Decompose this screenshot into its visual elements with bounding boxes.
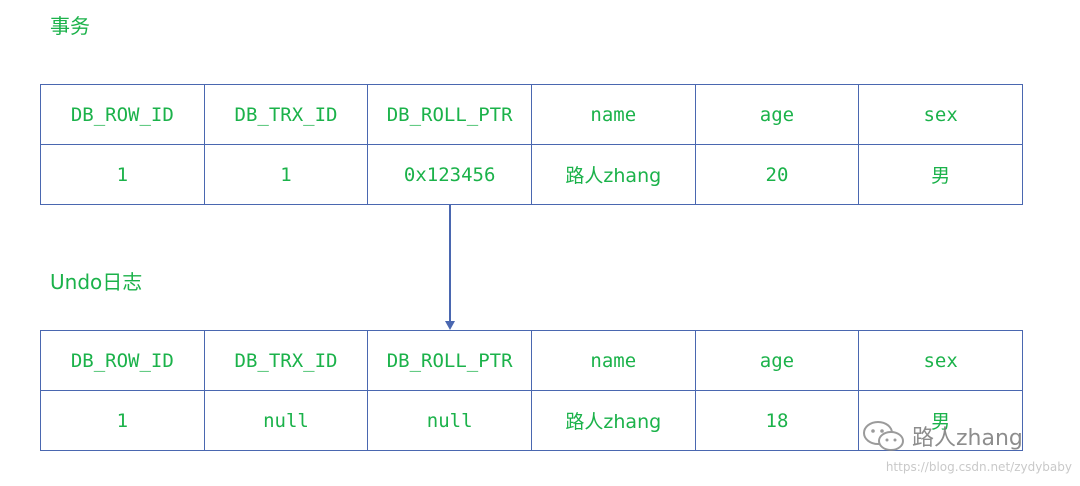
header-cell: sex bbox=[858, 84, 1023, 145]
header-cell: age bbox=[694, 84, 860, 145]
undo-log-title: Undo日志 bbox=[50, 270, 143, 294]
watermark-name: 路人zhang bbox=[912, 426, 1023, 451]
trx-id-cell: null bbox=[203, 390, 369, 451]
header-cell: name bbox=[530, 84, 696, 145]
transaction-record-table: DB_ROW_ID DB_TRX_ID DB_ROLL_PTR name age… bbox=[40, 84, 1023, 205]
watermark-url: https://blog.csdn.net/zydybaby bbox=[885, 460, 1072, 474]
roll-ptr-cell: 0x123456 bbox=[367, 144, 532, 205]
name-cell: 路人zhang bbox=[530, 144, 696, 205]
data-row: 1 null null 路人zhang 18 男 bbox=[40, 390, 1023, 451]
roll-ptr-cell: null bbox=[367, 390, 532, 451]
name-cell: 路人zhang bbox=[530, 390, 696, 451]
header-cell: DB_ROW_ID bbox=[40, 84, 205, 145]
header-row: DB_ROW_ID DB_TRX_ID DB_ROLL_PTR name age… bbox=[40, 84, 1023, 145]
trx-id-cell: 1 bbox=[203, 144, 369, 205]
undo-record-table: DB_ROW_ID DB_TRX_ID DB_ROLL_PTR name age… bbox=[40, 330, 1023, 451]
header-cell: DB_ROLL_PTR bbox=[367, 84, 532, 145]
row-id-cell: 1 bbox=[40, 390, 205, 451]
header-cell: name bbox=[530, 330, 696, 391]
roll-pointer-arrow bbox=[449, 204, 451, 322]
header-cell: DB_TRX_ID bbox=[203, 330, 369, 391]
header-cell: sex bbox=[858, 330, 1023, 391]
transaction-title: 事务 bbox=[50, 14, 90, 38]
age-cell: 18 bbox=[694, 390, 860, 451]
wechat-icon bbox=[863, 421, 904, 451]
data-row: 1 1 0x123456 路人zhang 20 男 bbox=[40, 144, 1023, 205]
arrow-head-icon bbox=[445, 321, 455, 330]
header-row: DB_ROW_ID DB_TRX_ID DB_ROLL_PTR name age… bbox=[40, 330, 1023, 391]
watermark: 路人zhang bbox=[862, 420, 1023, 452]
header-cell: DB_ROLL_PTR bbox=[367, 330, 532, 391]
header-cell: age bbox=[694, 330, 860, 391]
header-cell: DB_TRX_ID bbox=[203, 84, 369, 145]
header-cell: DB_ROW_ID bbox=[40, 330, 205, 391]
sex-cell: 男 bbox=[858, 144, 1023, 205]
row-id-cell: 1 bbox=[40, 144, 205, 205]
age-cell: 20 bbox=[694, 144, 860, 205]
